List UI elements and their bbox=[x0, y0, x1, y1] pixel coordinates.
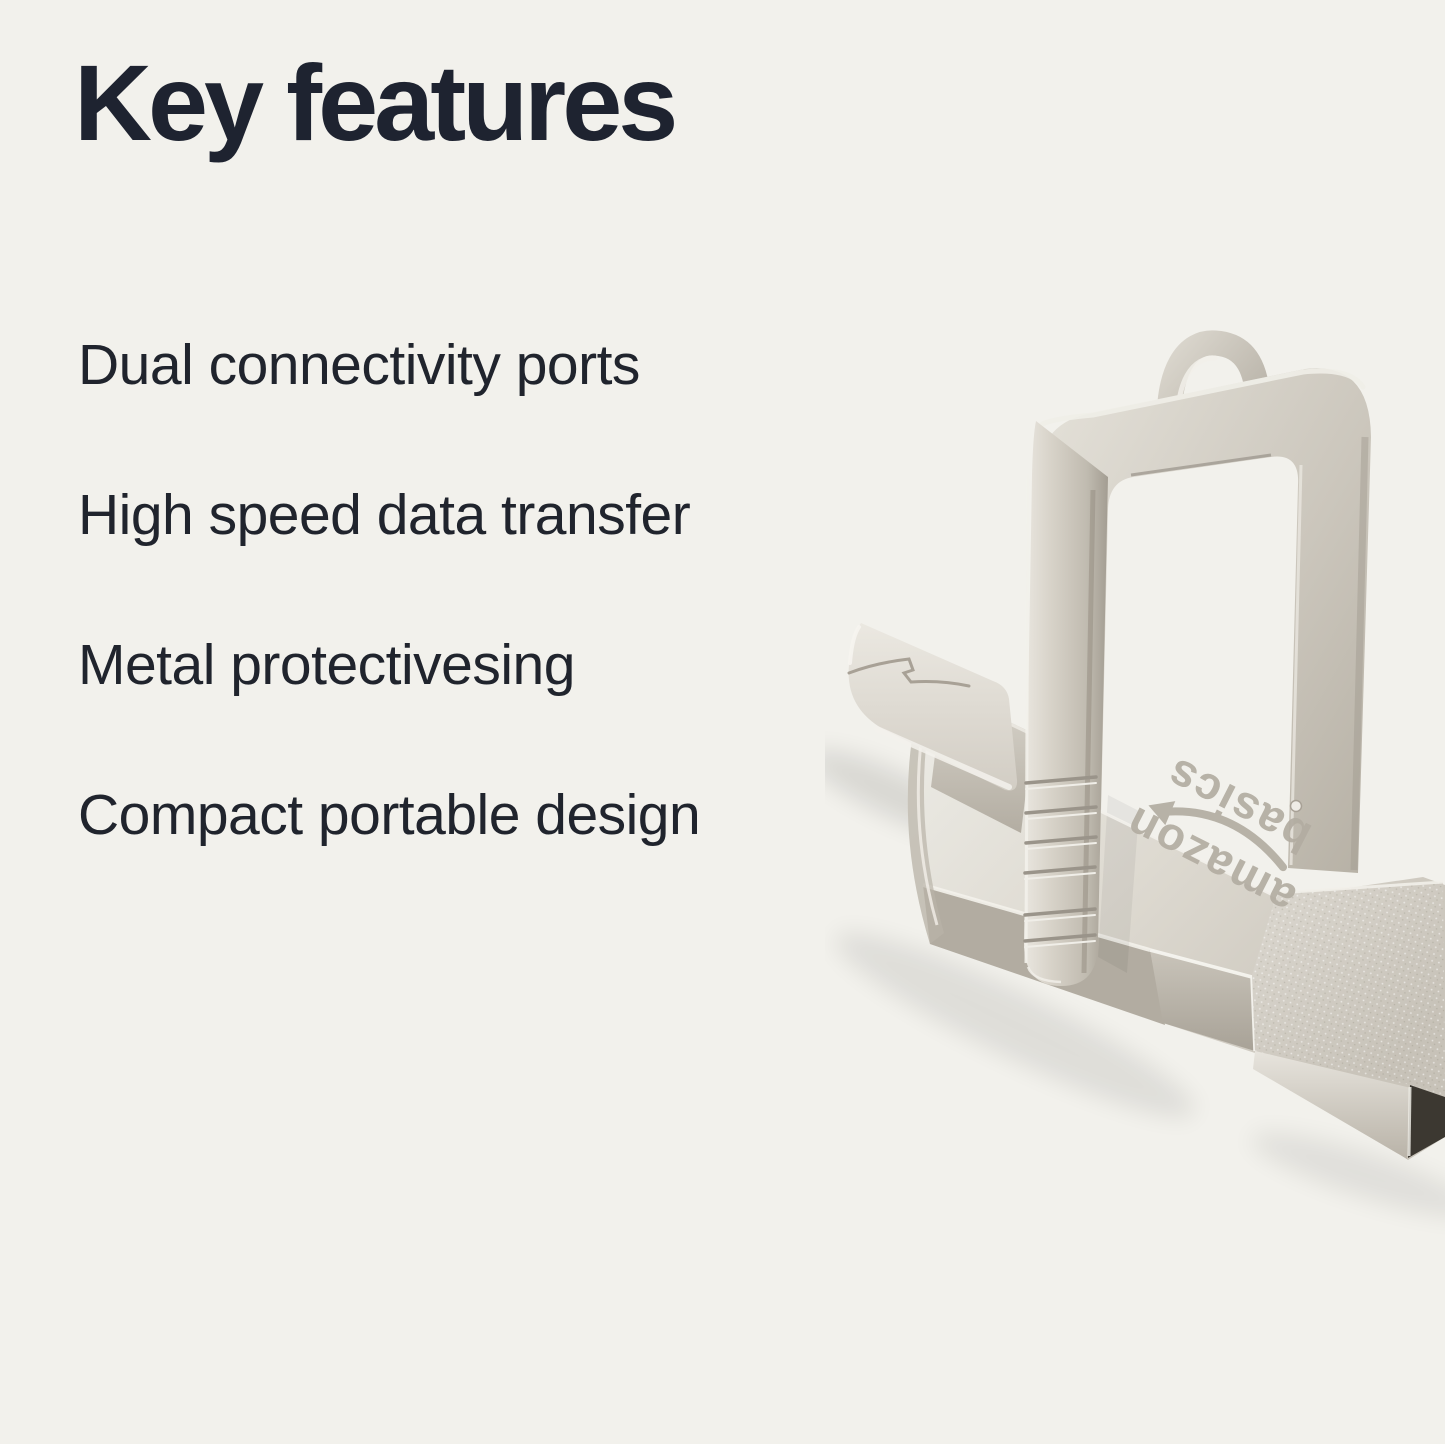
usb-c-connector bbox=[847, 623, 1033, 833]
feature-item: Dual connectivity ports bbox=[78, 333, 640, 397]
usb-c-seam bbox=[847, 657, 971, 688]
amazon-smile-icon bbox=[1161, 807, 1288, 872]
pivot-pin bbox=[1289, 799, 1303, 813]
feature-item: Compact portable design bbox=[78, 783, 701, 847]
frame-front-leg bbox=[1023, 421, 1108, 986]
amazon-smile-arrow-icon bbox=[1148, 801, 1176, 826]
feature-item: Metal protectivesing bbox=[78, 633, 575, 697]
product-image: amazon basics bbox=[825, 330, 1445, 1218]
usb-a-connector bbox=[1149, 880, 1445, 1159]
usb-a-port-opening bbox=[1408, 1085, 1445, 1158]
frame-grooves bbox=[1023, 775, 1098, 948]
page-title: Key features bbox=[74, 42, 678, 163]
feature-item: High speed data transfer bbox=[78, 483, 691, 547]
